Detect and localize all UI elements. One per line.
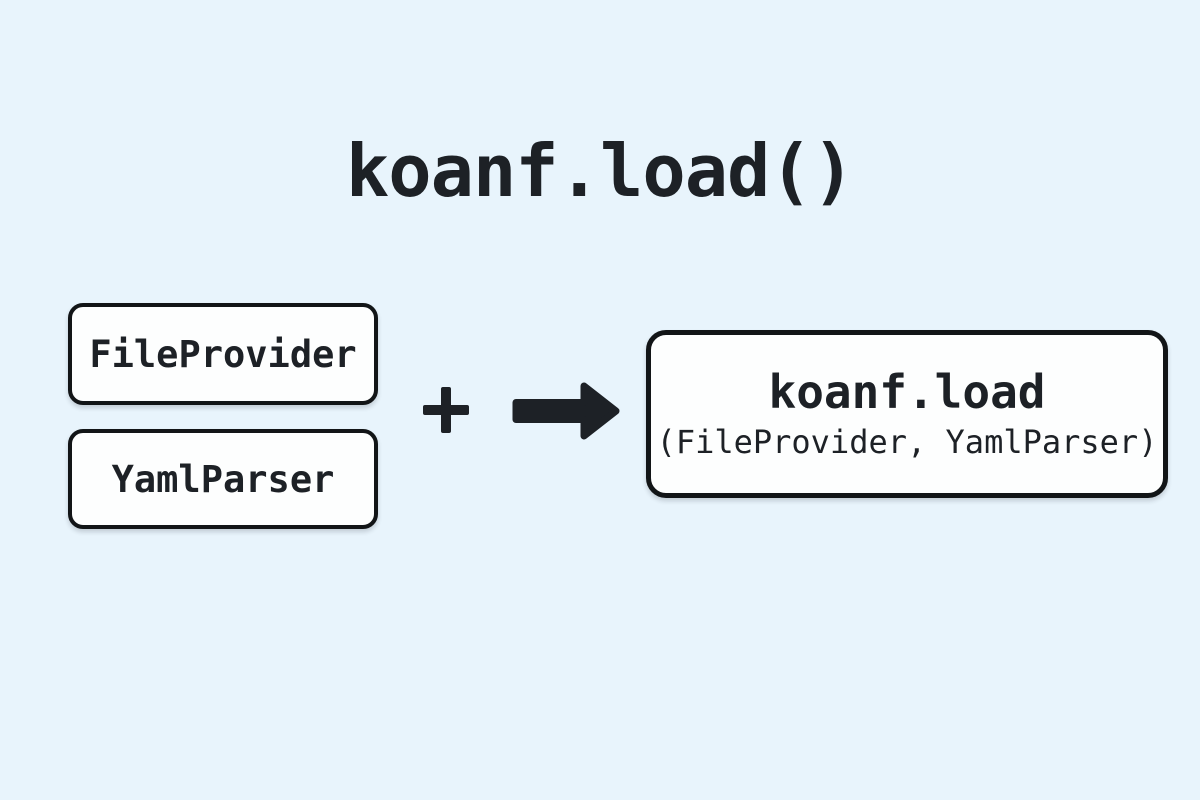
- page-title: koanf.load(): [345, 129, 855, 213]
- result-box: koanf.load (FileProvider, YamlParser): [646, 330, 1168, 498]
- arrow-right-icon: [504, 378, 624, 444]
- result-arguments: (FileProvider, YamlParser): [656, 422, 1158, 461]
- yamlparser-label: YamlParser: [111, 457, 335, 501]
- yamlparser-box: YamlParser: [68, 429, 378, 529]
- fileprovider-label: FileProvider: [89, 332, 357, 376]
- fileprovider-box: FileProvider: [68, 303, 378, 405]
- plus-icon: [423, 387, 469, 433]
- result-function-name: koanf.load: [768, 365, 1046, 419]
